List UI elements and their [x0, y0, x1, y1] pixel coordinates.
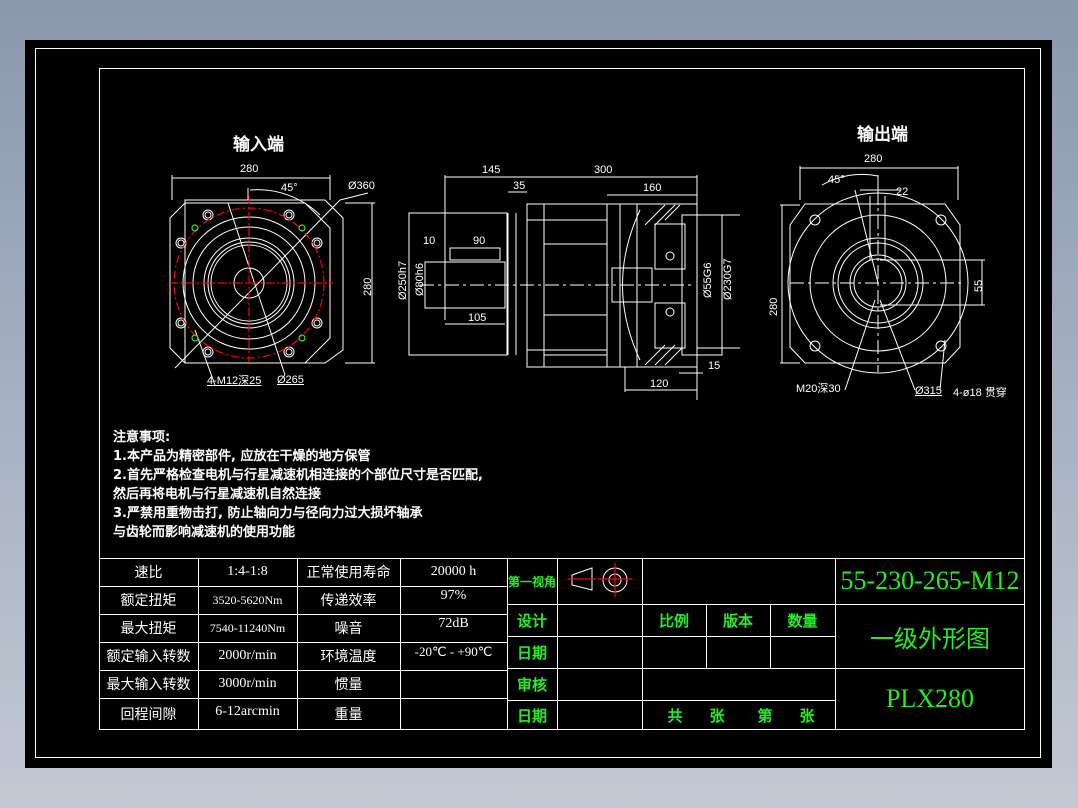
side-section-view [408, 175, 740, 400]
dim-shaft-len: 145 [482, 164, 501, 176]
drawing-sheet [25, 40, 1052, 768]
spec-label-ambient-temp: 环境温度 [320, 649, 377, 665]
spec-value-rated-input-speed: 2000r/min [218, 648, 277, 663]
scale-label: 比例 [658, 611, 689, 630]
sheets-total-label: 共 [667, 706, 683, 725]
dim-input-pcd: Ø360 [348, 180, 375, 192]
spec-value-rated-torque: 3520-5620Nm [212, 592, 283, 607]
spec-value-ambient-temp: -20℃ - +90℃ [414, 644, 493, 659]
input-tapped-holes [191, 224, 306, 342]
spec-label-backlash: 回程间隙 [120, 707, 177, 723]
dim-input-angle: 45° [281, 182, 298, 194]
sheets-unit-label-1: 张 [709, 706, 725, 725]
model-name: PLX280 [885, 684, 975, 713]
sheet-no-label: 第 [757, 706, 773, 725]
note-line: 3.严禁用重物击打, 防止轴向力与径向力过大损坏轴承 [113, 506, 423, 521]
dim-output-bore: Ø55G6 [702, 262, 714, 298]
dim-output-spigot: Ø230G7 [722, 258, 734, 300]
dim-output-width: 280 [864, 153, 883, 165]
spec-value-inertia [400, 670, 507, 698]
spec-value-ratio: 1:4-1:8 [227, 564, 268, 579]
dim-shaft-dia: Ø80h6 [414, 262, 426, 296]
spec-value-backlash: 6-12arcmin [215, 704, 280, 719]
dim-input-tapped-holes: 4-M12深25 [207, 375, 262, 387]
dim-key-len: 90 [473, 235, 486, 247]
projection-label: 第一视角 [507, 574, 556, 589]
dim-output-key: 22 [896, 186, 909, 198]
spec-value-life: 20000 h [430, 564, 477, 579]
drawing-name: 一级外形图 [870, 624, 990, 653]
notes-block: 注意事项: 1.本产品为精密部件, 应放在干燥的地方保管 2.首先严格检查电机与… [113, 428, 483, 542]
drawing-code: 55-230-265-M12 [840, 566, 1020, 595]
date-label-1: 日期 [516, 643, 547, 662]
spec-value-max-input-speed: 3000r/min [218, 676, 277, 691]
version-label: 版本 [722, 611, 753, 630]
spec-value-noise: 72dB [438, 616, 469, 631]
review-label: 审核 [516, 675, 547, 694]
note-line: 然后再将电机与行星减速机自然连接 [113, 487, 322, 502]
dim-rear: 160 [643, 182, 662, 194]
spec-label-rated-input-speed: 额定输入转数 [106, 649, 191, 665]
input-centerlines [170, 196, 333, 362]
dim-input-width: 280 [240, 163, 259, 175]
dim-output-height: 280 [768, 297, 780, 316]
date-label-2: 日期 [516, 706, 547, 725]
dim-output-bore-size: 55 [973, 279, 985, 292]
output-end-title: 输出端 [857, 125, 908, 145]
dim-output-through-holes: 4-ø18 贯穿 [953, 387, 1007, 399]
spec-label-life: 正常使用寿命 [306, 565, 391, 581]
dim-body-len: 300 [594, 164, 613, 176]
spec-label-inertia: 惯量 [334, 677, 363, 693]
dim-shaft-fit: 105 [468, 312, 487, 324]
dim-spigot: Ø250h7 [397, 260, 409, 300]
design-label: 设计 [516, 611, 547, 630]
dim-output-tapped: M20深30 [796, 383, 841, 395]
sheets-unit-label-2: 张 [799, 706, 815, 725]
dim-output-pcd: Ø315 [915, 385, 942, 397]
note-line: 与齿轮而影响减速机的使用功能 [113, 525, 296, 540]
spec-value-efficiency: 97% [440, 588, 467, 603]
outer-frame [35, 48, 1041, 758]
output-end-view [780, 166, 985, 391]
spec-label-ratio: 速比 [134, 565, 163, 581]
spec-label-rated-torque: 额定扭矩 [120, 593, 177, 609]
note-line: 2.首先严格检查电机与行星减速机相连接的个部位尺寸是否匹配, [113, 468, 483, 483]
spec-label-max-input-speed: 最大输入转数 [106, 677, 191, 693]
input-end-view [169, 175, 375, 386]
output-centerlines [790, 190, 965, 372]
note-line: 1.本产品为精密部件, 应放在干燥的地方保管 [113, 449, 371, 464]
quantity-label: 数量 [787, 611, 818, 630]
dim-output-len: 120 [650, 378, 669, 390]
dim-output-step: 15 [708, 360, 721, 372]
spec-label-efficiency: 传递效率 [320, 593, 377, 609]
spec-value-max-torque: 7540-11240Nm [209, 620, 286, 635]
first-angle-projection-symbol [571, 567, 628, 593]
dim-input-height: 280 [362, 277, 374, 296]
spec-label-weight: 重量 [334, 707, 363, 723]
dim-output-angle: 45° [828, 174, 845, 186]
spec-label-max-torque: 最大扭矩 [120, 621, 177, 637]
inner-frame [99, 68, 1025, 730]
input-end-title: 输入端 [233, 135, 284, 155]
dim-key-offset: 10 [423, 235, 436, 247]
spec-label-noise: 噪音 [334, 621, 363, 637]
dim-flange: 35 [513, 180, 526, 192]
notes-heading: 注意事项: [113, 430, 171, 445]
spec-value-weight [400, 698, 507, 730]
dim-input-bolt-circle: Ø265 [277, 374, 304, 386]
